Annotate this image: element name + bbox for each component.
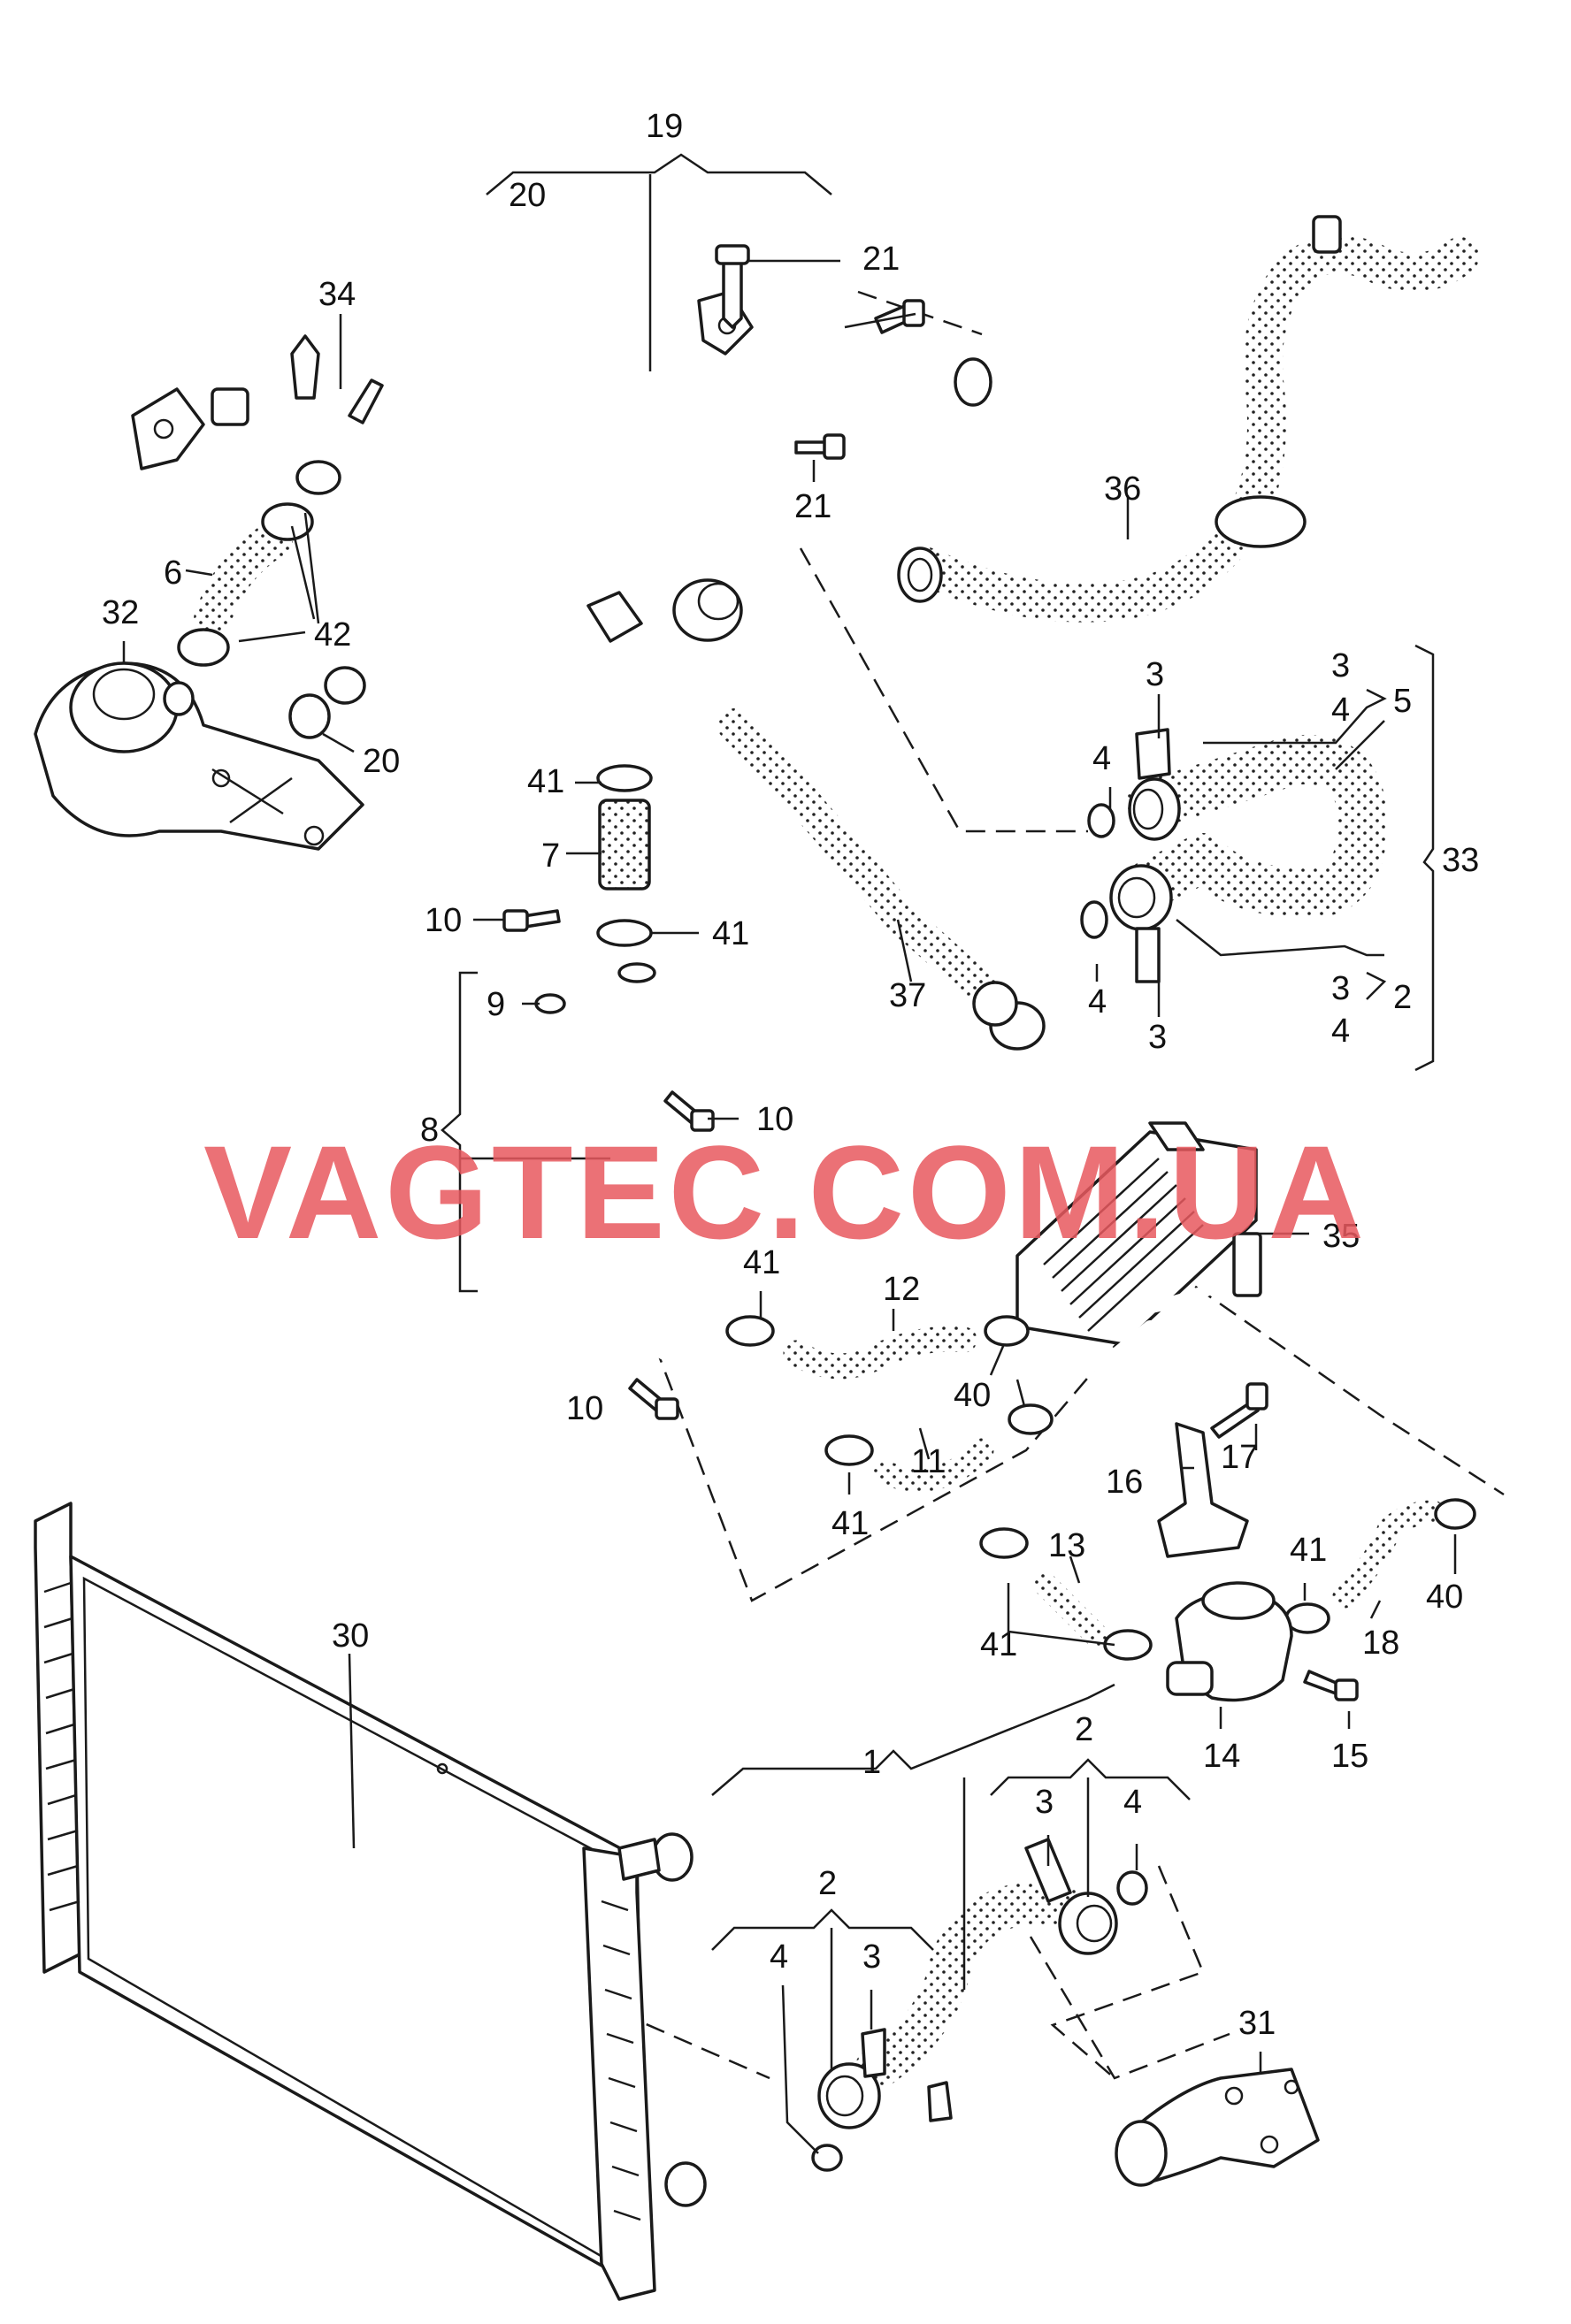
part-label: 2	[818, 1865, 837, 1902]
part-label: 16	[1106, 1464, 1143, 1501]
upper-coolant-pipe-assembly	[94, 290, 1023, 761]
part-label: 10	[566, 1390, 603, 1427]
part-label: 4	[1331, 692, 1350, 729]
hose-36	[897, 215, 1479, 623]
o-ring-20	[288, 693, 331, 739]
hose-clamp-41	[1284, 1602, 1330, 1634]
hose-1	[811, 1838, 1148, 2172]
part-label: 41	[1290, 1532, 1327, 1569]
leader-lines	[122, 153, 1457, 2154]
bolt-17	[1210, 1400, 1260, 1439]
part-label: 8	[420, 1112, 439, 1149]
hose-clamp-41	[1103, 1629, 1153, 1661]
part-label: 3	[1148, 1019, 1167, 1056]
part-label: 20	[509, 177, 546, 214]
part-label: 36	[1104, 470, 1141, 508]
hose-18	[1284, 1498, 1476, 1634]
part-label: 35	[1322, 1218, 1360, 1255]
part-label: 33	[1442, 842, 1479, 879]
thermostat-housing-32	[34, 661, 364, 851]
hose-11	[824, 1403, 1054, 1492]
part-label: 4	[1123, 1784, 1142, 1821]
part-label: 3	[1146, 656, 1164, 693]
hose-6	[177, 460, 341, 667]
bracket-16	[1157, 1382, 1268, 1558]
hose-clamp-41	[596, 919, 653, 947]
hose-clamp-40	[1434, 1498, 1476, 1530]
hose-clamp-41	[979, 1527, 1029, 1559]
part-label: 10	[756, 1101, 793, 1138]
part-label: 34	[318, 276, 356, 313]
part-label: 3	[1035, 1784, 1054, 1821]
coolant-pump-14	[1166, 1581, 1359, 1702]
part-label: 41	[980, 1626, 1017, 1663]
part-label: 4	[1092, 740, 1111, 777]
hose-clamp-41	[725, 1315, 775, 1347]
oil-cooler-35	[1015, 1121, 1280, 1386]
hose-7	[596, 764, 653, 947]
hose-37	[717, 708, 1046, 1051]
part-label: 3	[1331, 647, 1350, 684]
part-label: 6	[164, 554, 182, 592]
part-label: 17	[1221, 1439, 1258, 1476]
part-label: 13	[1048, 1527, 1085, 1564]
part-label: 40	[1426, 1579, 1463, 1616]
hose-clamp-40	[1008, 1403, 1054, 1435]
part-label: 2	[1075, 1711, 1093, 1748]
bolt-10-group	[502, 909, 715, 1420]
hose-clamp-41	[824, 1434, 874, 1466]
part-label: 37	[889, 977, 926, 1014]
hose-assembly-33	[1080, 728, 1387, 983]
part-label: 9	[487, 986, 505, 1023]
part-label: 41	[743, 1244, 780, 1281]
part-label: 3	[862, 1938, 881, 1976]
part-label: 21	[862, 241, 900, 278]
part-label: 12	[883, 1271, 920, 1308]
pipe-8	[534, 960, 720, 1364]
part-label: 15	[1331, 1738, 1368, 1775]
part-label: 2	[1393, 979, 1412, 1016]
part-label: 40	[954, 1377, 991, 1414]
part-label: 18	[1362, 1625, 1399, 1662]
coolant-flange-31	[1115, 2068, 1320, 2187]
part-labels: 19 20 21 21 34 36 6 42 32 20 41 7 10 41 …	[102, 108, 1479, 2042]
hose-12	[725, 1315, 1030, 1380]
part-label: 4	[1088, 983, 1107, 1021]
part-label: 14	[1203, 1738, 1240, 1775]
part-label: 4	[1331, 1013, 1350, 1050]
bolt-21-group	[715, 244, 925, 460]
part-label: 7	[541, 837, 560, 875]
part-label: 20	[363, 743, 400, 780]
part-label: 30	[332, 1617, 369, 1655]
part-label: 3	[1331, 970, 1350, 1007]
hose-clamp-40	[984, 1315, 1030, 1347]
hose-13	[979, 1527, 1153, 1661]
radiator-30	[34, 1502, 707, 2301]
part-label: 4	[770, 1938, 788, 1976]
part-label: 10	[425, 902, 462, 939]
part-label: 41	[712, 915, 749, 952]
part-label: 5	[1393, 683, 1412, 720]
watermark-text: VAGTEC.COM.UA	[203, 1118, 1368, 1266]
part-label: 31	[1238, 2005, 1276, 2042]
part-label: 42	[314, 616, 351, 654]
part-label: 41	[527, 763, 564, 800]
o-ring-9	[534, 993, 566, 1014]
part-label: 11	[911, 1443, 946, 1480]
part-label: 32	[102, 594, 139, 631]
part-label: 41	[831, 1505, 869, 1542]
part-label: 19	[646, 108, 683, 145]
part-label: 21	[794, 488, 831, 525]
hose-clamp-41	[596, 764, 653, 792]
part-label: 1	[862, 1744, 881, 1781]
